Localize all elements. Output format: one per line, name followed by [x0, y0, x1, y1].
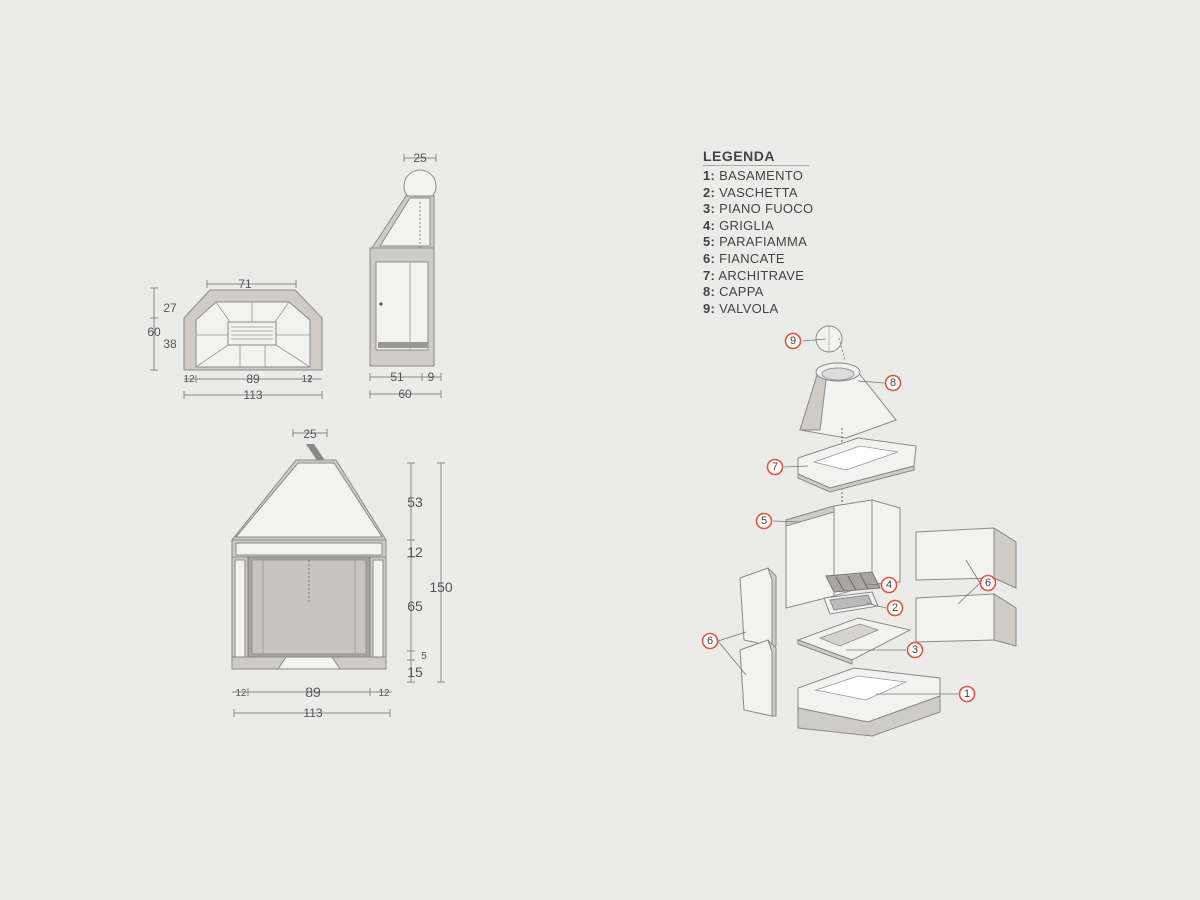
top-view-grate: [227, 321, 277, 346]
svg-text:5: 5: [761, 515, 767, 527]
legend-item-8: 8: CAPPA: [703, 284, 764, 300]
callout-6-left: 6: [701, 632, 719, 650]
part-side-left-lower: [739, 639, 773, 717]
dim-front-89: 89: [305, 684, 321, 700]
legend-item-9: 9: VALVOLA: [703, 300, 779, 316]
dim-side-9: 9: [428, 370, 435, 384]
dim-top-12-right: 12: [301, 374, 313, 385]
dim-top-113: 113: [243, 388, 262, 402]
legend-item-1: 1: BASAMENTO: [703, 168, 804, 183]
svg-text:3: 3: [912, 644, 918, 656]
dim-top-60: 60: [147, 325, 161, 339]
legend-item-7: 7: ARCHITRAVE: [703, 267, 805, 283]
svg-text:7: 7: [772, 461, 778, 473]
dim-top-12-left: 12: [183, 374, 195, 385]
part-grill: [825, 571, 881, 593]
dim-side-60: 60: [398, 387, 412, 401]
legend-item-2: 2: VASCHETTA: [703, 184, 798, 200]
dim-front-5: 5: [421, 651, 427, 662]
callout-4: 4: [880, 576, 898, 594]
exploded-view: [717, 325, 1017, 737]
dim-side-25: 25: [413, 151, 427, 165]
top-view: 71 27 60 38 12 89 12 113: [147, 277, 323, 402]
callout-2: 2: [886, 599, 904, 617]
svg-text:9: 9: [790, 335, 796, 347]
dim-front-15: 15: [407, 664, 423, 680]
part-side-left-upper: [739, 567, 773, 647]
callout-8: 8: [884, 374, 902, 392]
svg-text:1: 1: [964, 688, 970, 700]
svg-text:8: 8: [890, 377, 896, 389]
legend: LEGENDA 1: BASAMENTO 2: VASCHETTA 3: PIA…: [703, 148, 813, 317]
legend-item-3: 3: PIANO FUOCO: [703, 201, 814, 217]
callout-9: 9: [784, 332, 802, 350]
dim-front-25: 25: [303, 427, 317, 441]
dim-top-71: 71: [238, 277, 252, 291]
side-view: 25 51 9 60: [369, 151, 442, 401]
legend-item-4: 4: GRIGLIA: [703, 217, 774, 233]
callout-6-right: 6: [979, 574, 997, 592]
dim-side-51: 51: [390, 370, 404, 384]
svg-text:2: 2: [892, 602, 898, 614]
callout-7: 7: [766, 458, 784, 476]
dim-front-12-right: 12: [378, 688, 390, 699]
legend-item-5: 5: PARAFIAMMA: [703, 234, 808, 250]
svg-text:6: 6: [985, 577, 991, 589]
dim-front-53: 53: [407, 494, 423, 510]
dim-front-113: 113: [303, 706, 322, 720]
legend-title: LEGENDA: [703, 148, 809, 166]
dim-top-89: 89: [246, 372, 260, 386]
svg-text:6: 6: [707, 635, 713, 647]
legend-item-6: 6: FIANCATE: [703, 250, 785, 266]
dim-front-12: 12: [407, 544, 423, 560]
callout-3: 3: [906, 641, 924, 659]
dim-front-150: 150: [429, 579, 453, 595]
dim-top-27: 27: [163, 301, 177, 315]
callout-1: 1: [958, 685, 976, 703]
svg-text:4: 4: [886, 579, 892, 591]
front-view: 25 53 12 65 5 15: [230, 427, 453, 720]
dim-front-65: 65: [407, 598, 423, 614]
dim-top-38: 38: [163, 337, 177, 351]
callout-5: 5: [755, 512, 773, 530]
dim-front-12-left: 12: [235, 688, 247, 699]
